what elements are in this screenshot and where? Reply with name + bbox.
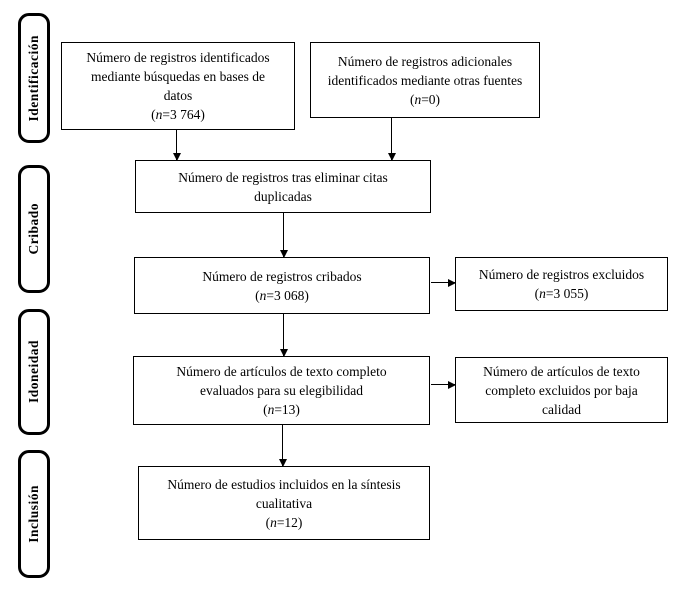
stat-value: =3 068) [266,287,309,303]
stat-n-symbol: n [155,107,163,122]
stage-inclusion: Inclusión [18,450,50,578]
stat-value: =0) [421,91,441,107]
box-stat-line: (n=12) [143,513,425,532]
arrow-databases-to-dedup [172,130,181,161]
box-stat-line: (n=13) [138,400,425,419]
stage-screening-label: Cribado [26,203,41,255]
stat-open-paren: ( [255,287,260,303]
box-text-line: Número de artículos de texto completo [176,364,387,379]
arrow-othersources-to-dedup [387,118,396,161]
box-text-line: Número de registros adicionales [337,53,513,69]
stat-n-symbol: n [267,402,275,417]
stat-n-symbol: n [539,286,546,301]
box-text-line: datos [163,88,193,103]
box-stat-line: (n=0) [315,90,535,109]
stat-open-paren: ( [409,91,415,107]
arrow-dedup-to-screened [279,213,288,258]
stage-screening: Cribado [18,165,50,293]
stat-open-paren: ( [151,107,156,122]
box-text-line: identificados mediante otras fuentes [327,72,523,88]
stat-value: =3 055) [545,286,589,301]
stat-n-symbol: n [270,514,277,530]
stat-n-symbol: n [259,287,267,303]
arrow-screened-to-excluded [431,278,456,287]
box-studies-included: Número de estudios incluidos en la sínte… [138,466,430,540]
box-text-line: Número de registros cribados [202,268,362,284]
stat-value: =13) [274,402,300,417]
box-records-after-duplicates-removed: Número de registros tras eliminar citas … [135,160,431,213]
box-fulltext-assessed: Número de artículos de texto completo ev… [133,356,430,425]
box-text-line: Número de estudios incluidos en la sínte… [167,476,401,492]
box-stat-line: (n=3 764) [66,105,290,124]
stat-n-symbol: n [414,91,422,107]
box-text-line: mediante búsquedas en bases de [91,69,265,84]
box-text-line: Número de registros identificados [86,50,270,65]
stage-eligibility: Idoneidad [18,309,50,435]
stat-open-paren: ( [263,402,268,417]
box-records-other-sources: Número de registros adicionales identifi… [310,42,540,118]
stat-open-paren: ( [265,514,271,530]
box-stat-line: (n=3 068) [139,286,425,305]
box-stat-line: (n=3 055) [460,284,663,303]
box-text-line: Número de registros excluidos [478,267,645,282]
stage-identification: Identificación [18,13,50,143]
stat-value: =3 764) [162,107,205,122]
stat-open-paren: ( [534,286,540,301]
box-text-line: Número de registros tras eliminar citas [178,169,388,185]
stage-inclusion-label: Inclusión [26,485,41,543]
arrow-fulltext-to-included [278,425,287,467]
box-text-line: evaluados para su elegibilidad [199,383,364,398]
stage-identification-label: Identificación [26,34,41,122]
box-records-screened: Número de registros cribados (n=3 068) [134,257,430,314]
arrow-fulltext-to-fulltext-excluded [431,380,456,389]
arrow-screened-to-fulltext [279,314,288,357]
stage-eligibility-label: Idoneidad [26,340,41,404]
box-records-excluded: Número de registros excluidos (n=3 055) [455,257,668,311]
stat-value: =12) [276,514,303,530]
box-text-line: cualitativa [255,495,313,511]
box-text-line: completo excluidos por baja [485,382,638,398]
box-text-line: duplicadas [254,188,312,204]
box-fulltext-excluded: Número de artículos de texto completo ex… [455,357,668,423]
box-text-line: Número de artículos de texto [483,363,640,379]
box-text-line: calidad [542,401,581,417]
box-records-identified-databases: Número de registros identificados median… [61,42,295,130]
